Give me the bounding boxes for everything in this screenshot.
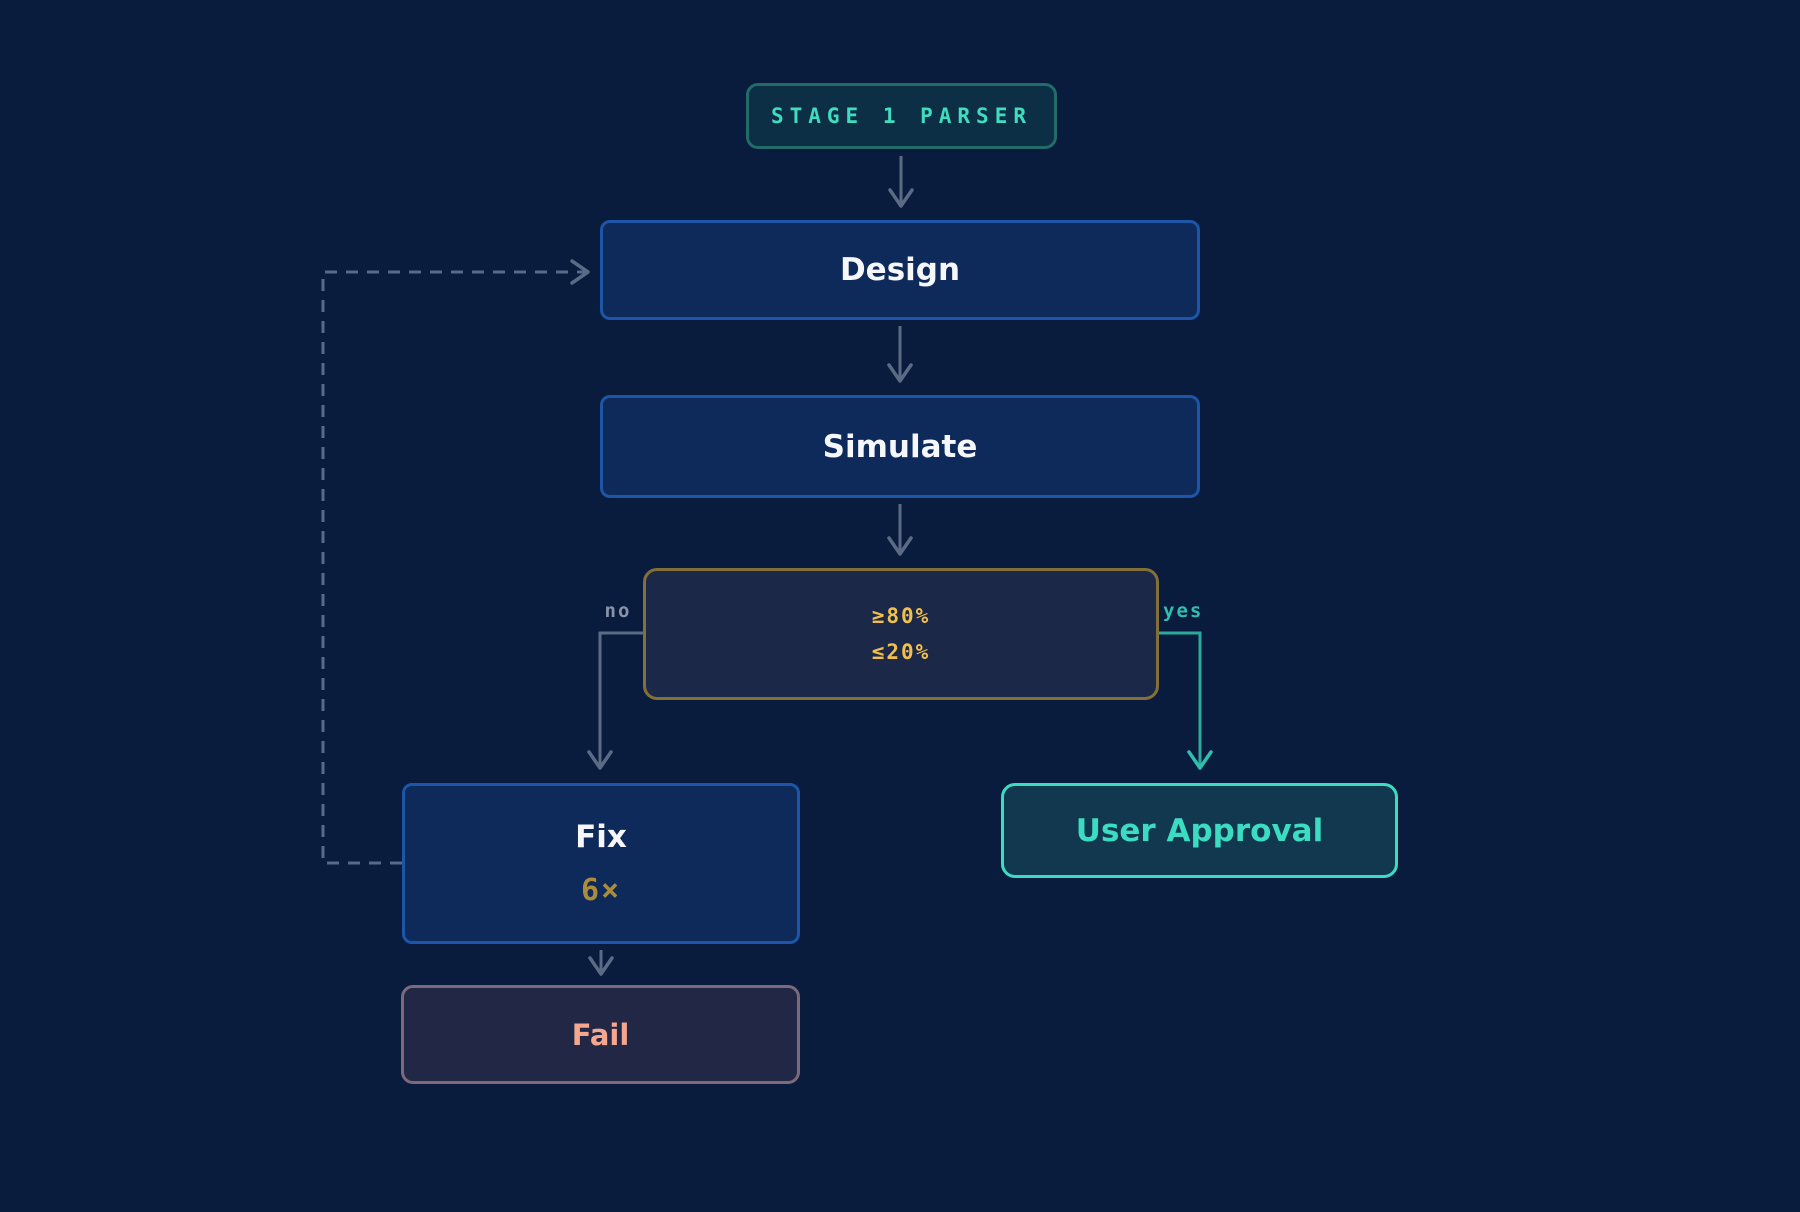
node-fix: Fix 6× — [402, 783, 800, 944]
node-decision-thresholds: ≥80% ≤20% — [643, 568, 1159, 700]
decision-threshold-lower: ≤20% — [871, 640, 931, 664]
design-label: Design — [839, 252, 961, 288]
node-simulate: Simulate — [600, 395, 1200, 498]
decision-threshold-upper: ≥80% — [871, 604, 931, 628]
fail-label: Fail — [571, 1017, 630, 1052]
edge-decision-no-to-fix — [587, 631, 643, 770]
node-stage1-parser: STAGE 1 PARSER — [746, 83, 1057, 149]
node-design: Design — [600, 220, 1200, 320]
fix-retry-count: 6× — [580, 873, 622, 908]
stage1-parser-label: STAGE 1 PARSER — [770, 104, 1032, 128]
node-fail: Fail — [401, 985, 800, 1084]
edge-label-no: no — [604, 600, 632, 622]
fix-label: Fix — [575, 819, 627, 855]
edge-decision-yes-to-approval — [1159, 631, 1213, 770]
node-user-approval: User Approval — [1001, 783, 1398, 878]
user-approval-label: User Approval — [1075, 812, 1324, 849]
simulate-label: Simulate — [822, 428, 978, 465]
edge-label-yes: yes — [1163, 600, 1204, 622]
edge-fix-loopback-to-design — [321, 259, 590, 865]
